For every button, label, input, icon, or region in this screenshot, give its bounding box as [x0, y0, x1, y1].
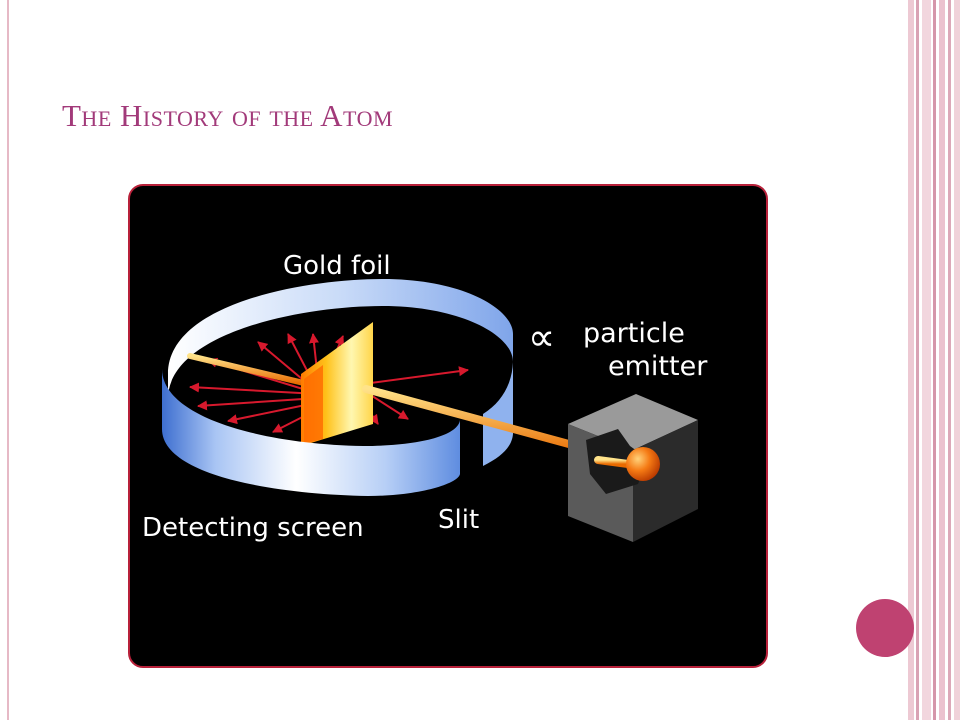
accent-circle — [856, 599, 914, 657]
slit-segment — [483, 362, 513, 466]
detecting-screen-front — [162, 369, 460, 496]
label-gold-foil: Gold foil — [283, 251, 391, 281]
label-alpha-symbol: ∝ — [528, 315, 555, 359]
label-particle: particle — [583, 318, 685, 349]
slide-title: The History of the Atom — [62, 98, 394, 133]
alpha-beam-back — [187, 353, 311, 387]
rutherford-experiment-diagram: Gold foil ∝ particle emitter Slit Detect… — [128, 184, 768, 668]
particle-emitter — [568, 394, 698, 542]
slide-right-decoration — [908, 0, 960, 720]
label-slit: Slit — [438, 505, 479, 535]
label-emitter: emitter — [608, 351, 708, 382]
slide-left-border — [7, 0, 9, 720]
alpha-source-ball — [626, 447, 660, 481]
label-detecting-screen: Detecting screen — [142, 513, 364, 543]
detecting-screen-back — [168, 279, 513, 399]
